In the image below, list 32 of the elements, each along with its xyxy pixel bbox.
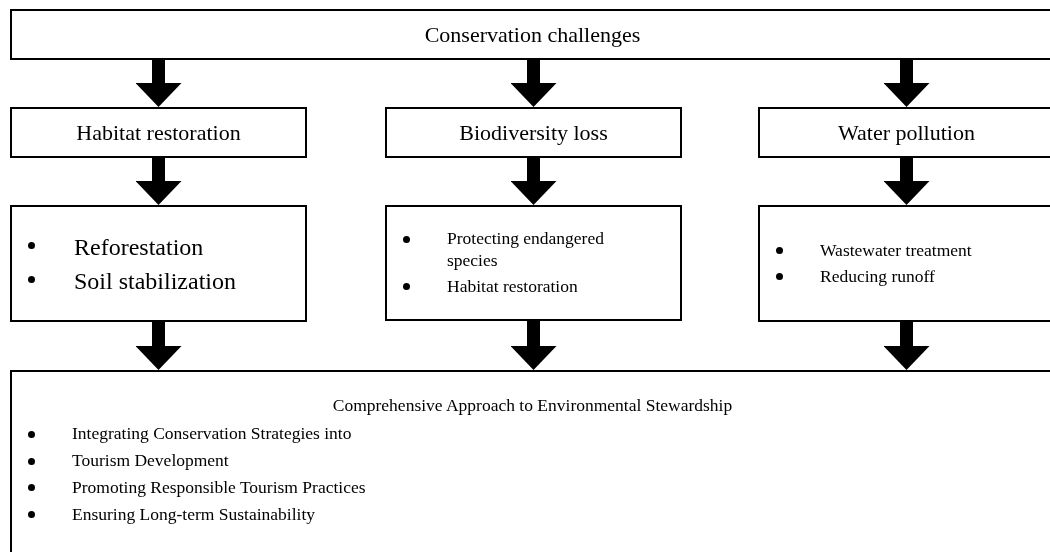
list-item: Soil stabilization [74, 266, 236, 296]
list-item: Reforestation [74, 232, 204, 262]
block-arrow [135, 158, 182, 205]
list-item: Promoting Responsible Tourism Practices [72, 477, 366, 499]
block-arrow [883, 322, 930, 370]
list-item: Tourism Development [72, 450, 229, 472]
block-arrow [883, 158, 930, 205]
process-box [10, 205, 307, 322]
process-box [758, 205, 1050, 322]
list-item: Ensuring Long-term Sustainability [72, 503, 316, 526]
block-arrow [135, 60, 182, 107]
block-arrow [510, 60, 557, 107]
process-box [10, 107, 307, 158]
process-box [758, 107, 1050, 158]
box-title: Water pollution [838, 119, 975, 147]
box-title: Conservation challenges [424, 21, 641, 49]
list-item: Wastewater treatment [820, 239, 972, 262]
block-arrow [510, 321, 557, 370]
box-title: Comprehensive Approach to Environmental Stewardship [332, 395, 733, 415]
box-title: Biodiversity loss [459, 119, 608, 147]
list-item: Integrating Conservation Strategies into [72, 423, 352, 446]
list-item: Protecting endangered species [447, 228, 605, 272]
block-arrow [883, 60, 930, 107]
process-box [385, 107, 682, 158]
list-item: Habitat restoration [447, 275, 578, 298]
process-box [10, 9, 1050, 60]
process-box [10, 370, 1050, 552]
block-arrow [510, 158, 557, 205]
box-title: Habitat restoration [76, 119, 241, 147]
block-arrow [135, 322, 182, 370]
process-box [385, 205, 682, 321]
list-item: Reducing runoff [820, 265, 935, 288]
